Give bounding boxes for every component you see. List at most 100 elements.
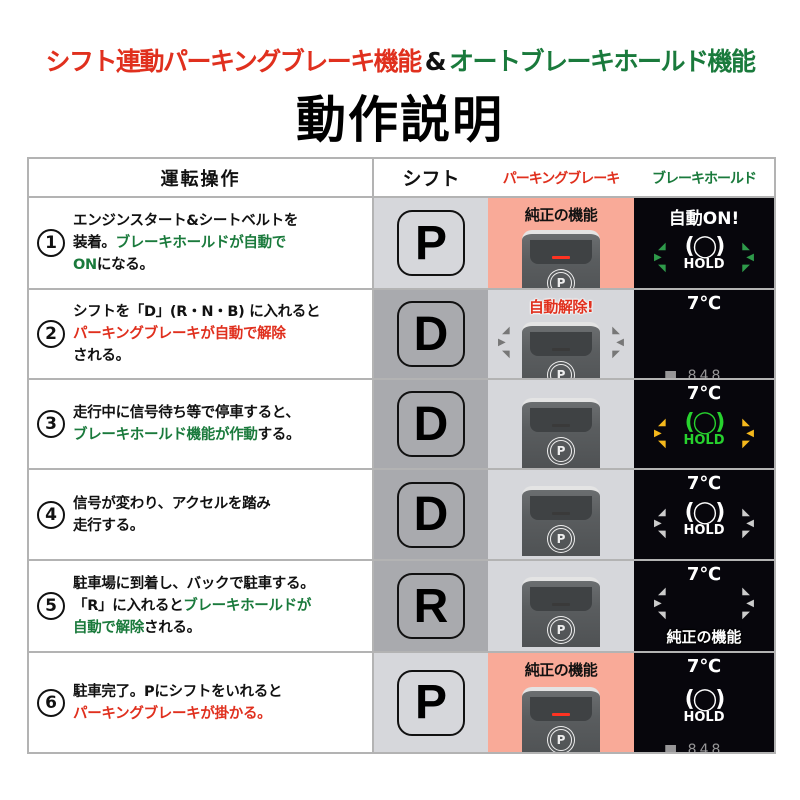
circled-number-icon: 2	[37, 320, 65, 348]
brake-hold-cell: 7℃ ◢ ▶ ◥ ◣ ◀ ◤ 純正の機能	[634, 561, 774, 651]
brake-hold-label: 純正の機能	[666, 628, 742, 646]
arrow-right-icon: ◀	[616, 337, 624, 348]
led-indicator-icon	[552, 348, 570, 351]
circled-number-icon: 5	[37, 592, 65, 620]
arrow-left-icon: ◥	[658, 529, 666, 540]
shift-cell: D	[374, 290, 488, 378]
arrow-right-icon: ◀	[746, 598, 754, 609]
brake-hold-indicator-icon: (◯) HOLD	[682, 689, 726, 725]
arrow-left-icon: ▶	[498, 337, 506, 348]
operation-description: エンジンスタート&シートベルトを 装着。ブレーキホールドが自動で ONになる。	[73, 210, 298, 276]
led-indicator-icon	[552, 424, 570, 427]
hold-text: HOLD	[683, 257, 725, 272]
brake-hold-cell: 自動ON! ◢ ▶ ◥ ◣ ◀ ◤ (◯) HOLD	[634, 198, 774, 288]
parking-brake-label: 自動解除!	[528, 298, 594, 316]
parking-brake-switch-icon: P	[522, 687, 600, 752]
shift-cell: R	[374, 561, 488, 651]
title-ampersand: &	[424, 47, 447, 76]
desc-text: シフトを「D」(R・N・B) に入れると	[73, 304, 321, 320]
arrow-right-icon: ◀	[746, 428, 754, 439]
operation-cell: 1 エンジンスタート&シートベルトを 装着。ブレーキホールドが自動で ONになる…	[29, 198, 372, 288]
brake-hold-indicator-icon: (◯) HOLD	[682, 236, 726, 272]
desc-text: 駐車場に到着し、バックで駐車する。	[73, 576, 315, 592]
brake-hold-indicator-icon: (◯) HOLD	[682, 502, 726, 538]
page-title: 動作説明	[296, 91, 504, 149]
desc-text: される。	[144, 620, 201, 636]
circled-number-icon: 6	[37, 688, 65, 717]
p-brake-symbol-icon: P	[550, 364, 572, 378]
header-shift: シフト	[374, 159, 488, 196]
p-brake-symbol-icon: P	[550, 729, 572, 751]
p-brake-symbol-icon: P	[550, 440, 572, 462]
brake-hold-cell: 7℃ ■ 848	[634, 290, 774, 378]
arrow-left-icon: ◢	[658, 417, 666, 428]
parking-brake-switch-icon: P	[522, 486, 600, 556]
desc-text: される。	[73, 348, 130, 364]
shift-cell: P	[374, 653, 488, 752]
odometer-faint: ■ 848	[664, 368, 724, 378]
table-row: 2 シフトを「D」(R・N・B) に入れると パーキングブレーキが自動で解除 さ…	[29, 290, 774, 378]
table-row: 1 エンジンスタート&シートベルトを 装着。ブレーキホールドが自動で ONになる…	[29, 198, 774, 288]
arrow-right-icon: ◀	[746, 252, 754, 263]
hold-text: HOLD	[683, 433, 725, 448]
shift-gear-icon: P	[397, 210, 465, 276]
arrow-left-icon: ▶	[654, 252, 662, 263]
led-indicator-icon	[552, 512, 570, 515]
odometer-faint: ■ 848	[664, 742, 724, 752]
operation-cell: 5 駐車場に到着し、バックで駐車する。 「R」に入れるとブレーキホールドが 自動…	[29, 561, 372, 651]
arrow-left-icon: ◢	[658, 241, 666, 252]
title-parking-brake: シフト連動パーキングブレーキ機能	[45, 47, 422, 76]
desc-text-green: 自動で解除	[73, 620, 144, 636]
operation-description: 駐車場に到着し、バックで駐車する。 「R」に入れるとブレーキホールドが 自動で解…	[73, 573, 315, 639]
desc-text: 装着。	[73, 235, 116, 251]
desc-text: する。	[257, 427, 301, 443]
parking-brake-label: 純正の機能	[524, 661, 598, 679]
desc-text-green: ブレーキホールド機能が作動	[73, 427, 258, 443]
desc-text: 駐車完了。Pにシフトをいれると	[73, 683, 283, 700]
arrow-left-icon: ◢	[658, 586, 666, 597]
parking-brake-switch-icon: P	[522, 230, 600, 288]
desc-text: 「R」に入れると	[73, 598, 184, 614]
parking-brake-switch-icon: P	[522, 322, 600, 378]
arrow-right-icon: ◣	[742, 507, 750, 518]
temperature-label: 7℃	[686, 293, 722, 314]
operation-cell: 4 信号が変わり、アクセルを踏み 走行する。	[29, 470, 372, 559]
arrow-right-icon: ◤	[742, 439, 750, 450]
temperature-label: 7℃	[686, 383, 722, 404]
arrow-right-icon: ◣	[612, 325, 620, 336]
brake-symbol-icon: (◯)	[684, 687, 726, 712]
desc-text-green: ブレーキホールドが自動で	[115, 235, 287, 251]
arrow-left-icon: ▶	[654, 518, 662, 529]
brake-symbol-icon: (◯)	[684, 410, 726, 435]
circled-number-icon: 3	[37, 410, 65, 438]
shift-cell: P	[374, 198, 488, 288]
p-brake-symbol-icon: P	[550, 272, 572, 288]
arrow-left-icon: ◥	[658, 610, 666, 621]
shift-gear-icon: D	[397, 301, 465, 367]
operation-description: シフトを「D」(R・N・B) に入れると パーキングブレーキが自動で解除 される…	[73, 301, 321, 367]
table-row: 6 駐車完了。Pにシフトをいれると パーキングブレーキが掛かる。 P 純正の機能…	[29, 653, 774, 752]
title-brake-hold: オートブレーキホールド機能	[449, 47, 756, 76]
arrow-right-icon: ◀	[746, 518, 754, 529]
table-row: 4 信号が変わり、アクセルを踏み 走行する。 D P 7℃ ◢ ▶ ◥ ◣ ◀ …	[29, 470, 774, 559]
p-brake-symbol-icon: P	[550, 528, 572, 550]
arrow-left-icon: ▶	[654, 428, 662, 439]
header-brake-hold: ブレーキホールド	[634, 159, 774, 196]
led-indicator-icon	[552, 256, 570, 259]
shift-gear-icon: D	[397, 481, 465, 548]
table-row: 3 走行中に信号待ち等で停車すると、 ブレーキホールド機能が作動する。 D P …	[29, 380, 774, 468]
parking-brake-cell: 自動解除! ◢ ▶ ◥ ◣ ◀ ◤ P	[488, 290, 634, 378]
parking-brake-cell: P	[488, 380, 634, 468]
arrow-right-icon: ◣	[742, 417, 750, 428]
parking-brake-switch-icon: P	[522, 577, 600, 647]
temperature-label: 7℃	[686, 656, 722, 677]
brake-hold-cell: 7℃ ◢ ▶ ◥ ◣ ◀ ◤ (◯) HOLD	[634, 380, 774, 468]
arrow-left-icon: ▶	[654, 598, 662, 609]
brake-symbol-icon: (◯)	[684, 234, 726, 259]
arrow-right-icon: ◤	[742, 529, 750, 540]
operation-description: 信号が変わり、アクセルを踏み 走行する。	[73, 493, 271, 537]
arrow-left-icon: ◢	[502, 325, 510, 336]
temperature-label: 7℃	[686, 564, 722, 585]
desc-text-red: パーキングブレーキが自動で解除	[73, 326, 286, 342]
parking-brake-cell: 純正の機能 P	[488, 653, 634, 752]
